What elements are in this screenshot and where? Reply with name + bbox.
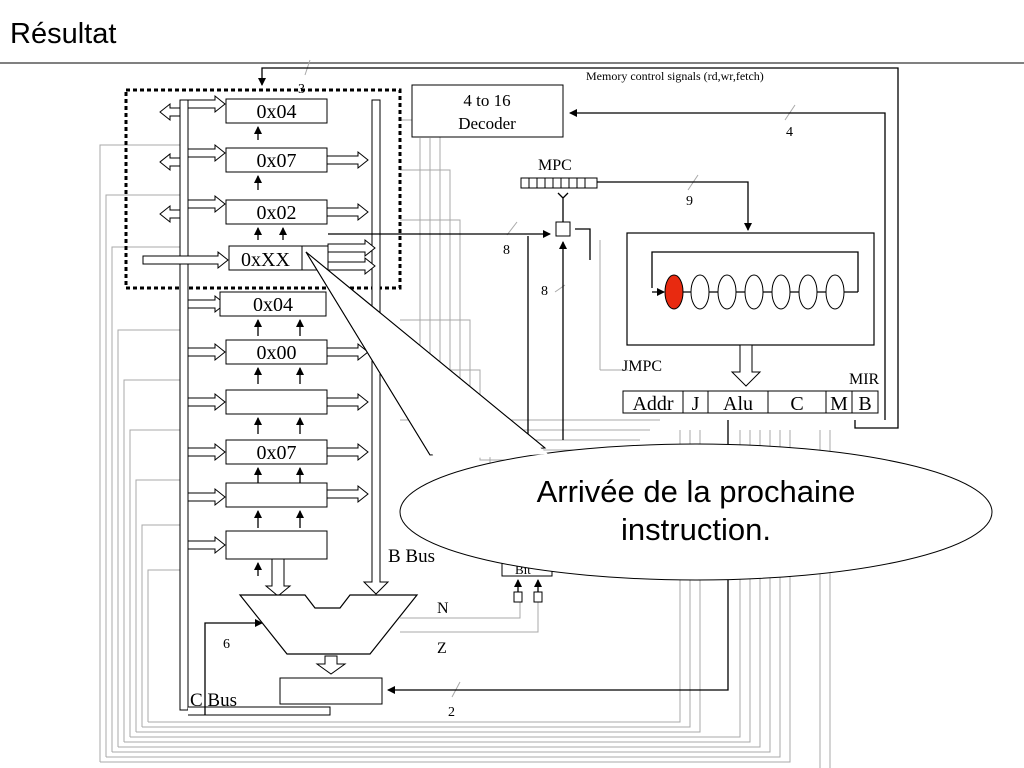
mbr-width-2: 8 [541, 284, 548, 299]
state-node [717, 274, 737, 310]
z-flag-label: Z [437, 640, 447, 657]
register-row: 0x07 [159, 143, 369, 190]
active-state-node [664, 274, 684, 310]
register-box [225, 147, 328, 173]
register-row: 0x04 [187, 291, 327, 336]
register-row: 0x04 [159, 94, 328, 124]
register-box [228, 245, 303, 271]
c-bus-line [179, 99, 189, 711]
register-value: 0x07 [257, 150, 297, 172]
alu-control-width: 6 [223, 637, 230, 652]
state-node [771, 274, 791, 310]
register-row [187, 530, 328, 576]
mir-field-label: M [830, 393, 848, 415]
state-node [798, 274, 818, 310]
c-bus-label: C Bus [190, 690, 237, 711]
state-node [744, 274, 764, 310]
memory-signals-width: 3 [298, 82, 305, 97]
n-flag-label: N [437, 600, 449, 617]
mpc-width: 9 [686, 194, 693, 209]
page-title: Résultat [10, 18, 117, 50]
register-row: 0x00 [187, 339, 369, 384]
register-value: 0x00 [257, 342, 297, 364]
b-bus-label: B Bus [388, 546, 435, 567]
mir-field-label: C [790, 393, 803, 415]
register-box [225, 98, 328, 124]
callout-text-line2: instruction. [621, 512, 771, 547]
mir-field-b [851, 390, 879, 414]
state-node [825, 274, 845, 310]
mir-field-label: J [692, 393, 700, 415]
or-gate-box [555, 221, 571, 237]
register-box [225, 530, 328, 560]
register-file: 0x04 0x07 0x02 0xXX [142, 94, 376, 576]
mir-register: Addr J Alu C M B [622, 390, 879, 415]
register-row [187, 389, 369, 434]
state-node [690, 274, 710, 310]
register-row: 0xXX [142, 238, 376, 276]
memory-signals-label: Memory control signals (rd,wr,fetch) [586, 69, 764, 83]
mir-label: MIR [849, 371, 880, 388]
register-box [225, 389, 328, 415]
register-value: 0x04 [257, 101, 297, 123]
mir-field-label: Addr [632, 393, 673, 415]
register-value: 0xXX [241, 249, 290, 271]
mbr-width: 8 [503, 243, 510, 258]
selection-highlight [124, 88, 402, 290]
control-lines [99, 59, 831, 768]
mpc-label: MPC [538, 157, 572, 174]
callout-text-line1: Arrivée de la prochaine [537, 474, 856, 509]
register-row [187, 482, 369, 528]
microinstruction-states [664, 274, 858, 310]
decoder-width: 4 [786, 125, 793, 140]
register-row: 0x07 [187, 439, 369, 484]
alu-shape [238, 594, 419, 655]
jmpc-label: JMPC [622, 358, 662, 375]
decoder-box [411, 84, 564, 138]
mir-field-label: Alu [723, 393, 753, 415]
decoder-label-line1: 4 to 16 [463, 91, 510, 110]
mir-field-label: B [858, 393, 871, 415]
register-box [219, 291, 327, 317]
register-value: 0x04 [253, 294, 293, 316]
register-row: 0x02 [159, 194, 369, 240]
register-value: 0x02 [257, 202, 297, 224]
callout-bubble [399, 443, 993, 581]
mpc-register [520, 177, 598, 189]
shifter-box [279, 677, 383, 705]
decoder-label-line2: Decoder [458, 114, 516, 133]
shift-control-width: 2 [448, 705, 455, 720]
register-value: 0x07 [257, 442, 297, 464]
title-divider [0, 62, 1024, 64]
register-box [225, 482, 328, 508]
callout: Arrivée de la prochaine instruction. [305, 251, 993, 581]
